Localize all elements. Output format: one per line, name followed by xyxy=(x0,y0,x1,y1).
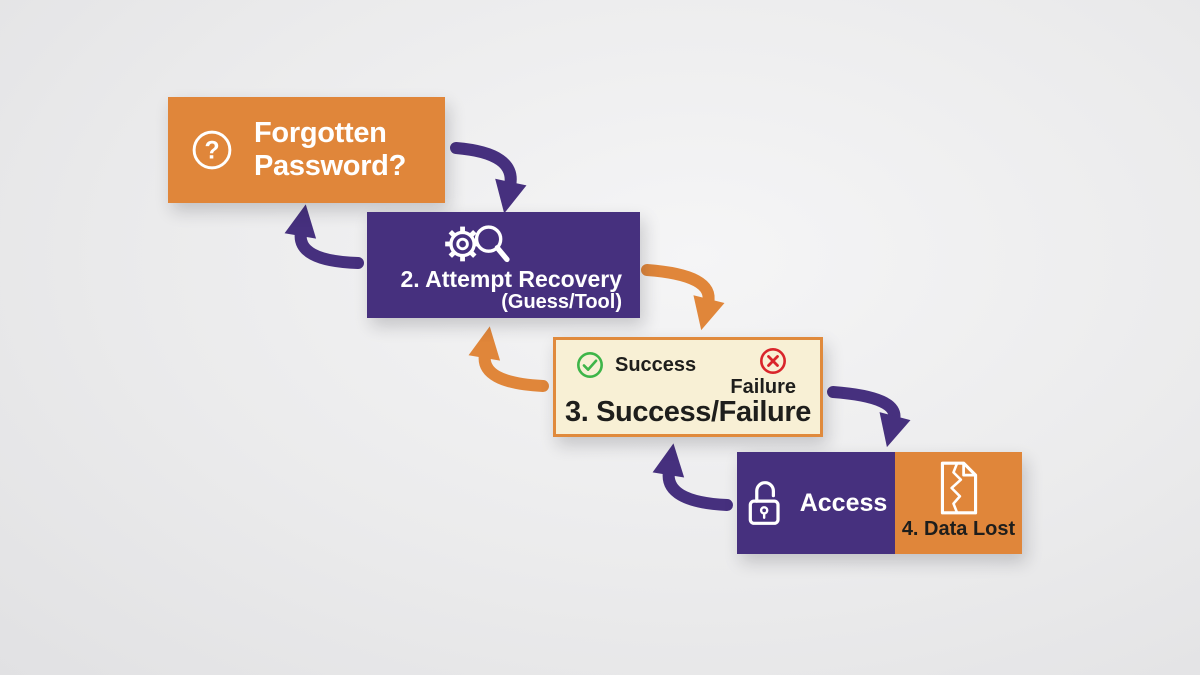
arrow-step3-to-step2 xyxy=(468,326,549,392)
arrow-step2-to-step3 xyxy=(641,264,725,331)
access-label: Access xyxy=(799,488,888,517)
success-row: Success xyxy=(576,351,696,379)
arrow-step3-to-step4 xyxy=(827,386,911,448)
data-lost-label: 4. Data Lost xyxy=(901,518,1016,540)
step2-icon-wrap xyxy=(437,215,519,271)
step2-label: 2. Attempt Recovery (Guess/Tool) xyxy=(367,267,640,313)
step1-label-line2: Password? xyxy=(254,150,407,182)
step1-label: Forgotten Password? xyxy=(254,117,406,183)
node-attempt-recovery: 2. Attempt Recovery (Guess/Tool) xyxy=(367,212,640,318)
data-lost-section: 4. Data Lost xyxy=(895,452,1022,554)
arrow-step2-to-step1 xyxy=(284,204,364,269)
padlock-open-icon xyxy=(748,481,780,525)
torn-document-icon xyxy=(940,461,977,515)
success-label: Success xyxy=(615,353,697,376)
node-access-data-lost: Access 4. Data Lost xyxy=(737,452,1022,554)
step1-label-line1: Forgotten xyxy=(254,116,387,149)
node-success-failure: Success Failure 3. Success/Failure xyxy=(553,337,823,437)
x-circle-icon xyxy=(760,348,786,374)
arrow-step1-to-step2 xyxy=(450,142,527,214)
step2-label-main: 2. Attempt Recovery xyxy=(400,266,622,292)
check-circle-icon xyxy=(577,352,603,378)
question-glyph: ? xyxy=(204,137,219,164)
access-section: Access xyxy=(737,452,895,554)
arrow-step4-to-step3 xyxy=(652,443,733,511)
gear-magnifier-icon xyxy=(444,225,510,263)
question-circle-icon: ? xyxy=(192,130,232,170)
node-forgotten-password: ? Forgotten Password? xyxy=(168,97,445,203)
step2-label-sub: (Guess/Tool) xyxy=(501,291,622,314)
failure-label: Failure xyxy=(730,376,796,398)
step3-title: 3. Success/Failure xyxy=(565,396,811,428)
failure-icon-wrap xyxy=(759,347,787,375)
